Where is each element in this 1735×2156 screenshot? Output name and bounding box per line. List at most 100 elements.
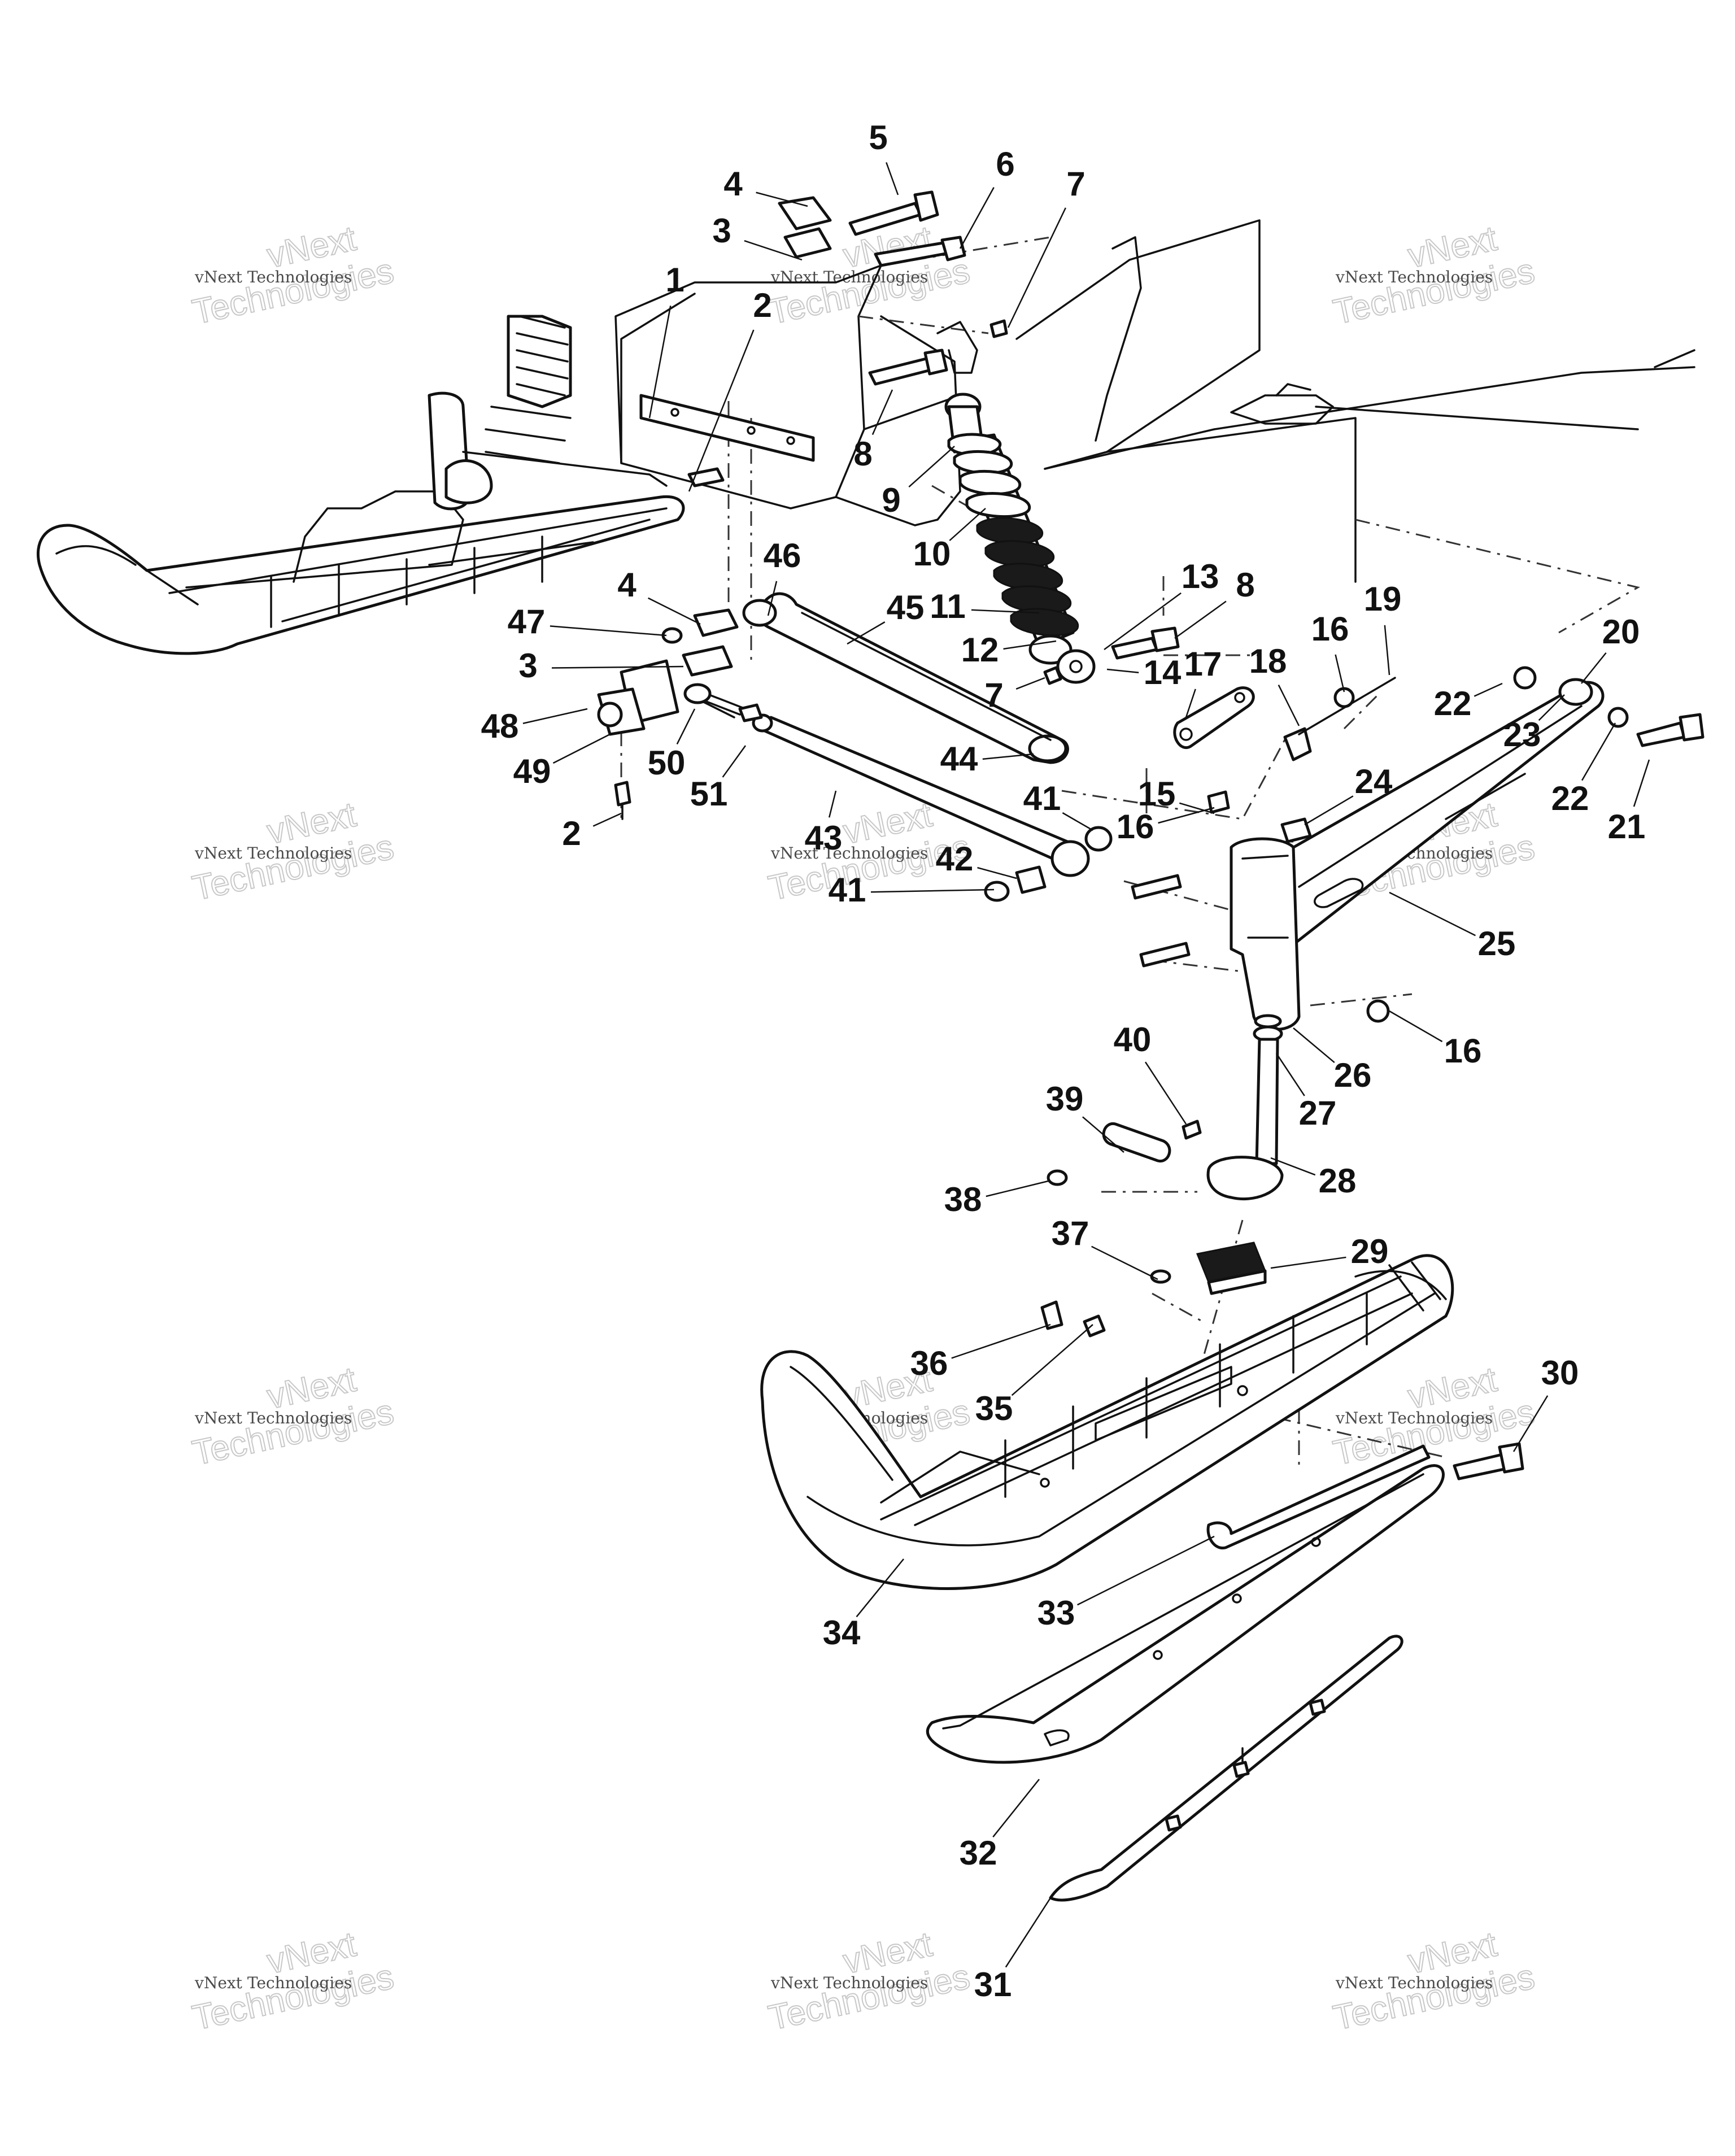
leader-line — [1158, 807, 1215, 824]
callout-22: 22 — [1551, 722, 1616, 817]
callout-number: 47 — [508, 603, 546, 641]
callout-9: 9 — [882, 446, 955, 519]
leader-line — [1389, 891, 1476, 937]
callout-number: 29 — [1351, 1232, 1389, 1270]
callout-number: 3 — [518, 647, 537, 685]
callout-number: 7 — [984, 676, 1003, 714]
callout-number: 19 — [1364, 580, 1402, 618]
callout-49: 49 — [513, 733, 611, 790]
leader-line — [1185, 689, 1196, 718]
callout-number: 32 — [960, 1834, 997, 1872]
callout-2: 2 — [562, 812, 622, 852]
leader-line — [1091, 1245, 1158, 1280]
callout-number: 43 — [805, 819, 843, 857]
callout-number: 45 — [887, 589, 925, 626]
leader-line — [1015, 677, 1045, 690]
callout-number: 26 — [1334, 1056, 1372, 1094]
callout-6: 6 — [959, 145, 1015, 249]
callout-34: 34 — [823, 1558, 904, 1652]
callout-number: 38 — [944, 1181, 982, 1218]
callout-11: 11 — [930, 587, 1040, 625]
callout-40: 40 — [1114, 1021, 1187, 1125]
callout-number: 4 — [723, 165, 743, 203]
leader-line — [1304, 795, 1354, 826]
callout-51: 51 — [690, 745, 747, 813]
leader-line — [870, 888, 995, 893]
callout-13: 13 — [1104, 557, 1219, 651]
callout-number: 20 — [1602, 613, 1640, 651]
callout-number: 8 — [1236, 566, 1254, 604]
leader-line — [1003, 640, 1057, 650]
leader-line — [552, 733, 611, 764]
leader-line — [756, 191, 808, 207]
leader-line — [971, 609, 1040, 614]
callout-number: 16 — [1311, 610, 1349, 648]
spindle-shaft — [1206, 999, 1390, 1201]
callout-43: 43 — [805, 790, 843, 857]
leader-line — [1474, 682, 1503, 697]
callout-17: 17 — [1184, 645, 1222, 718]
watermark-text: vNext Technologies — [770, 1974, 928, 1992]
callout-16: 16 — [1117, 807, 1215, 846]
leader-line — [1633, 759, 1650, 807]
callout-number: 21 — [1608, 808, 1646, 846]
leader-line — [1011, 1324, 1093, 1396]
callout-4: 4 — [617, 566, 701, 625]
callout-number: 15 — [1138, 775, 1176, 813]
callout-number: 10 — [913, 535, 951, 573]
watermark-text: vNext Technologies — [770, 844, 928, 863]
callout-32: 32 — [960, 1779, 1040, 1872]
callout-18: 18 — [1249, 642, 1300, 726]
callout-22: 22 — [1434, 682, 1503, 722]
callout-number: 5 — [869, 119, 887, 156]
carbide-runner — [1049, 1635, 1403, 1902]
ski-bumper — [1150, 1242, 1267, 1295]
leader-line — [648, 306, 672, 419]
leader-line — [959, 187, 995, 249]
leader-line — [1077, 1535, 1215, 1606]
callout-number: 49 — [513, 752, 551, 790]
leader-line — [951, 1323, 1051, 1359]
callout-36: 36 — [910, 1323, 1051, 1382]
leader-line — [1270, 1256, 1346, 1269]
callout-number: 6 — [996, 145, 1014, 183]
leader-line — [982, 753, 1034, 760]
callout-41: 41 — [1023, 779, 1093, 831]
leader-line — [551, 665, 684, 669]
callout-number: 51 — [690, 775, 728, 813]
callout-number: 23 — [1503, 716, 1541, 753]
callout-number: 2 — [753, 286, 771, 324]
upper-bolts — [687, 190, 1008, 487]
callout-number: 36 — [910, 1344, 948, 1382]
leader-line — [522, 708, 588, 724]
callout-20: 20 — [1581, 613, 1640, 684]
leader-line — [767, 581, 778, 616]
shock-absorber — [944, 393, 1096, 684]
leader-line — [1581, 652, 1607, 684]
callout-number: 8 — [853, 435, 872, 473]
callout-29: 29 — [1270, 1232, 1389, 1270]
watermark-text: vNext Technologies — [194, 1409, 352, 1427]
callout-number: 2 — [562, 815, 581, 852]
callout-14: 14 — [1106, 654, 1182, 691]
leader-line — [722, 745, 747, 778]
leader-line — [1278, 685, 1300, 726]
ski-hardware — [1040, 1300, 1524, 1480]
callout-16: 16 — [1389, 1010, 1481, 1070]
leader-line — [1270, 1157, 1316, 1176]
callout-3: 3 — [712, 212, 803, 261]
callout-number: 48 — [481, 707, 519, 745]
leader-line — [1104, 592, 1182, 651]
callout-number: 13 — [1182, 557, 1219, 595]
mounting-plate — [639, 394, 815, 462]
watermark-text: vNext Technologies — [1335, 1409, 1493, 1427]
callout-46: 46 — [764, 537, 801, 616]
lower-a-arm — [1252, 666, 1705, 956]
watermark-text: vNext Technologies — [1335, 1974, 1493, 1992]
